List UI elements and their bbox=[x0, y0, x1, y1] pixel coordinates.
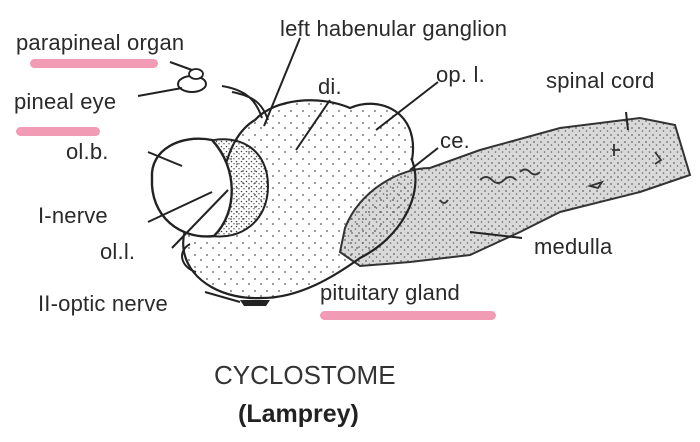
label-ol-b: ol.b. bbox=[66, 141, 109, 163]
label-medulla: medulla bbox=[534, 236, 612, 258]
label-pineal-eye: pineal eye bbox=[14, 91, 116, 113]
label-ol-l: ol.l. bbox=[100, 241, 135, 263]
label-left-habenular-ganglion: left habenular ganglion bbox=[280, 18, 507, 40]
highlight-parapineal bbox=[30, 59, 158, 68]
label-parapineal-organ: parapineal organ bbox=[16, 32, 184, 54]
label-ce: ce. bbox=[440, 130, 470, 152]
label-ii-optic-nerve: II-optic nerve bbox=[38, 293, 168, 315]
caption-subtitle: (Lamprey) bbox=[238, 402, 359, 427]
label-spinal-cord: spinal cord bbox=[546, 70, 655, 92]
label-op-l: op. l. bbox=[436, 64, 485, 86]
label-i-nerve: I-nerve bbox=[38, 205, 108, 227]
highlight-pineal-eye bbox=[16, 127, 100, 136]
label-di: di. bbox=[318, 76, 342, 98]
caption-title: CYCLOSTOME bbox=[214, 362, 396, 388]
highlight-pituitary bbox=[320, 311, 496, 320]
pineal-stalk bbox=[222, 86, 268, 120]
olfactory-bulb-shape bbox=[152, 139, 232, 237]
label-pituitary-gland: pituitary gland bbox=[320, 282, 460, 304]
pituitary-shape bbox=[240, 300, 270, 306]
